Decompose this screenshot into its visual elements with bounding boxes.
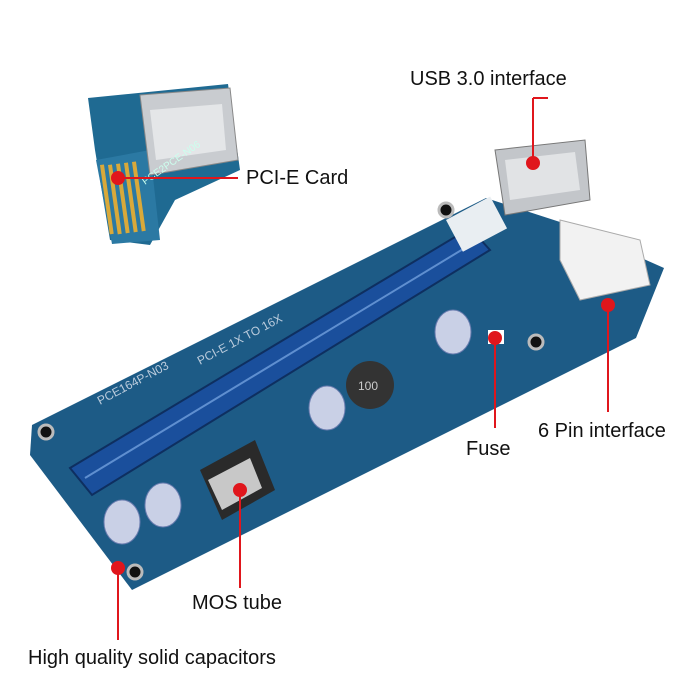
label-usb-interface: USB 3.0 interface: [410, 68, 567, 90]
label-capacitors: High quality solid capacitors: [28, 647, 276, 669]
pcie-card: PCE2PCE-N06: [88, 84, 240, 245]
inductor-text: 100: [358, 379, 378, 393]
label-6pin-interface: 6 Pin interface: [538, 420, 666, 442]
pcie-16x-slot: [68, 226, 492, 497]
label-mos-tube: MOS tube: [192, 592, 283, 614]
label-pcie-card: PCI-E Card: [246, 167, 349, 189]
label-fuse: Fuse: [466, 438, 511, 460]
callout-markers: [111, 97, 615, 640]
